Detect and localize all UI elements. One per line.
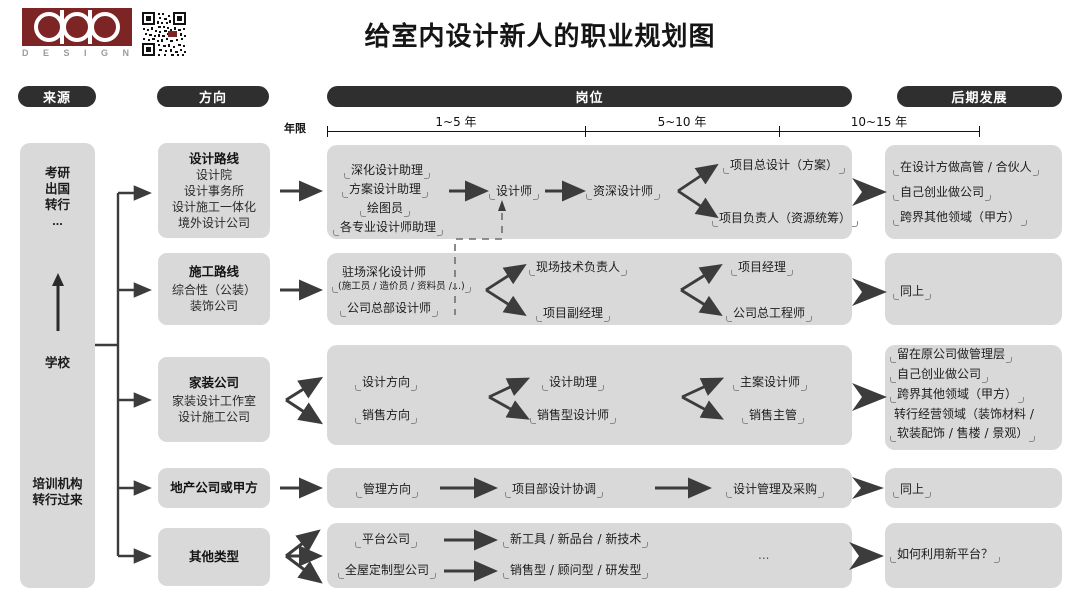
row5-later-panel [885, 523, 1062, 588]
direction-title: 地产公司或甲方 [170, 481, 258, 495]
row2-position-panel [327, 253, 852, 325]
row1-chip-stage1-1: 深化设计助理 [344, 162, 431, 180]
row1-chip-stage4-1: 项目总设计（方案） [723, 157, 846, 175]
row5-chip-later: 如何利用新平台？ [890, 546, 1001, 564]
direction-box-developer: 地产公司或甲方 [158, 468, 270, 508]
later-triangle-icon [849, 178, 887, 570]
direction-box-home: 家装公司 家装设计工作室 设计施工公司 [158, 357, 270, 442]
source-item-1: 考研 出国 转行 ... [44, 166, 70, 228]
timeline-segment-2: 5~10 年 [657, 115, 707, 129]
direction-box-other: 其他类型 [158, 528, 270, 586]
row2-chip-tech-lead: 现场技术负责人 [529, 259, 628, 277]
row1-chip-later-1: 在设计方做高管 / 合伙人 [893, 159, 1039, 177]
row3-chip-later-1: 留在原公司做管理层 [890, 346, 1013, 364]
row2-later-panel [885, 253, 1062, 325]
direction-title: 施工路线 [188, 265, 239, 279]
row3-chip-lead-designer: 主案设计师 [733, 374, 808, 392]
direction-box-construction: 施工路线 综合性（公装） 装饰公司 [158, 253, 270, 325]
timeline-tick [585, 126, 586, 137]
row4-chip-procurement: 设计管理及采购 [726, 481, 825, 499]
direction-title: 设计路线 [188, 151, 239, 166]
row3-chip-later-4a: 转行经营领域（装饰材料 / [894, 407, 1034, 421]
direction-sub: 家装设计工作室 [171, 393, 256, 408]
row4-position-panel [327, 468, 852, 508]
row3-chip-sales-manager: 销售主管 [742, 407, 805, 425]
row1-chip-stage1-3: 绘图员 [360, 200, 411, 218]
row3-chip-later-3: 跨界其他领域（甲方） [890, 386, 1025, 404]
row2-chip-later: 同上 [893, 283, 932, 301]
timeline-segment-1: 1~5 年 [435, 115, 477, 129]
row1-position-panel [327, 145, 852, 239]
row2-chip-hq: 公司总部设计师 [340, 300, 439, 318]
row1-chip-later-3: 跨界其他领域（甲方） [893, 209, 1028, 227]
timeline-label: 年限 [284, 123, 306, 135]
upward-arrow-icon [52, 273, 64, 331]
page-title: 给室内设计新人的职业规划图 [364, 22, 716, 52]
row1-chip-designer: 设计师 [489, 183, 540, 201]
row2-chip-deputy-pm: 项目副经理 [536, 305, 611, 323]
row3-chip-sales-track: 销售方向 [355, 407, 418, 425]
source-item-3: 培训机构 转行过来 [32, 477, 83, 507]
logo-letter: I [83, 48, 88, 58]
timeline-tick [779, 126, 780, 137]
dop-logo-mark [22, 8, 132, 46]
logo-letter: D [22, 48, 30, 58]
direction-sub: 设计事务所 [183, 183, 244, 198]
row1-chip-stage1-4: 各专业设计师助理 [333, 219, 444, 237]
direction-sub: 综合性（公装） [171, 283, 256, 297]
logo-wordmark: D E S I G N [22, 48, 130, 58]
row3-chip-later-2: 自己创业做公司 [890, 366, 989, 384]
brand-logo: D E S I G N [22, 8, 132, 63]
logo-letter: E [42, 48, 50, 58]
row5-chip-platform: 平台公司 [355, 531, 418, 549]
row2-chip-onsite-sub: (施工员 / 造价员 / 资料员 /...) [332, 281, 471, 294]
timeline-axis [327, 131, 980, 132]
direction-title: 其他类型 [188, 550, 239, 564]
pill-later: 后期发展 [897, 86, 1062, 107]
pill-direction: 方向 [157, 86, 269, 107]
logo-letter: N [122, 48, 130, 58]
row5-chip-ellipsis: ... [758, 548, 770, 562]
row3-chip-design-assistant: 设计助理 [542, 374, 605, 392]
row1-chip-stage1-2: 方案设计助理 [342, 181, 429, 199]
direction-sub: 设计施工一体化 [171, 199, 256, 214]
logo-letter: G [100, 48, 109, 58]
direction-sub: 境外设计公司 [177, 215, 250, 230]
direction-sub: 设计院 [195, 167, 232, 182]
row4-chip-mgmt-track: 管理方向 [356, 481, 419, 499]
row3-position-panel [327, 345, 852, 445]
row2-chip-onsite: 驻场深化设计师 [342, 265, 427, 279]
row3-chip-design-track: 设计方向 [355, 374, 418, 392]
qr-code-icon [140, 10, 188, 58]
logo-letter: S [63, 48, 71, 58]
direction-sub: 设计施工公司 [177, 409, 250, 424]
pill-position: 岗位 [327, 86, 852, 107]
row3-chip-sales-designer: 销售型设计师 [530, 407, 617, 425]
row4-chip-later: 同上 [893, 481, 932, 499]
timeline-tick [327, 126, 328, 137]
row3-chip-later-4b: 软装配饰 / 售楼 / 景观） [890, 425, 1036, 443]
source-item-2: 学校 [44, 356, 70, 370]
row3-later-panel [885, 345, 1062, 450]
row2-chip-chief-eng: 公司总工程师 [726, 305, 813, 323]
source-column: 考研 出国 转行 ... 学校 培训机构 转行过来 [20, 143, 95, 588]
timeline-tick [979, 126, 980, 137]
row5-chip-newtools: 新工具 / 新品台 / 新技术 [503, 531, 649, 549]
row5-position-panel [327, 523, 852, 588]
pill-source: 来源 [18, 86, 96, 107]
timeline-segment-3: 10~15 年 [850, 115, 908, 129]
direction-sub: 装饰公司 [189, 299, 238, 313]
row1-chip-senior: 资深设计师 [586, 183, 661, 201]
row1-later-panel [885, 145, 1062, 239]
row2-chip-pm: 项目经理 [731, 259, 794, 277]
direction-title: 家装公司 [188, 375, 239, 390]
row4-chip-coordination: 项目部设计协调 [505, 481, 604, 499]
row4-later-panel [885, 468, 1062, 508]
row5-chip-custom: 全屋定制型公司 [338, 562, 437, 580]
row1-chip-stage4-2: 项目负责人（资源统筹） [712, 210, 859, 228]
row1-chip-later-2: 自己创业做公司 [893, 184, 992, 202]
row5-chip-types: 销售型 / 顾问型 / 研发型 [503, 562, 649, 580]
direction-box-design: 设计路线 设计院 设计事务所 设计施工一体化 境外设计公司 [158, 143, 270, 238]
